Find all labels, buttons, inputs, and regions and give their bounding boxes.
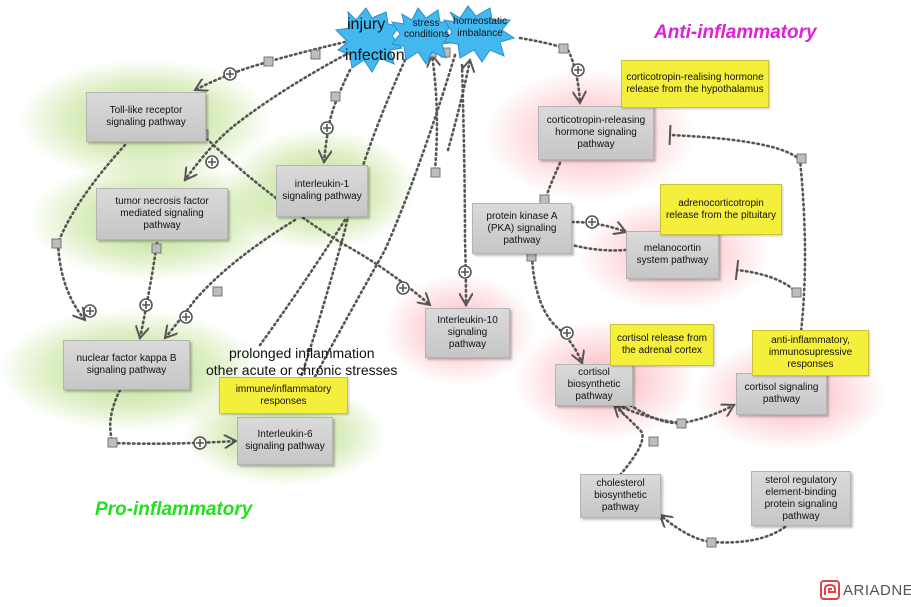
region-pro-label: Pro-inflammatory: [95, 499, 253, 520]
note-acth-release: adrenocorticotropin release from the pit…: [660, 184, 782, 235]
node-mc[interactable]: melanocortin system pathway: [626, 231, 719, 279]
edge-tnf-nfkb: [140, 241, 159, 338]
edge-square: [330, 91, 341, 102]
node-il10[interactable]: Interleukin-10 signaling pathway: [425, 308, 510, 358]
circled-plus-icon: [179, 310, 193, 324]
node-cortisol-bio[interactable]: cortisol biosynthetic pathway: [555, 364, 633, 406]
edge-square: [796, 153, 807, 164]
prolonged-inflammation-text: prolonged inflammation: [229, 345, 375, 361]
node-chol[interactable]: cholesterol biosynthetic pathway: [580, 474, 661, 518]
plus-markers: [83, 63, 599, 450]
edge-square: [310, 49, 321, 60]
edge-chol-cortbio: [614, 405, 644, 477]
trigger-infection-label: infection: [345, 47, 405, 64]
circled-plus-icon: [205, 155, 219, 169]
circled-plus-icon: [585, 215, 599, 229]
note-cortisol-release: cortisol release from the adrenal cortex: [610, 324, 714, 366]
edge-il1-nfkb: [163, 218, 297, 338]
edge-trigger-il6: [298, 58, 407, 382]
edge-square: [558, 43, 569, 54]
node-nfkb[interactable]: nuclear factor kappa B signaling pathway: [63, 340, 190, 390]
circled-plus-icon: [571, 63, 585, 77]
logo-text: ARIADNE: [843, 581, 911, 599]
node-il6[interactable]: Interleukin-6 signaling pathway: [237, 417, 333, 465]
edge-mc-pka: [570, 243, 628, 252]
other-stresses-text: other acute or chronic stresses: [206, 362, 398, 378]
edge-crh-pka: [543, 161, 562, 202]
edge-square: [51, 238, 62, 249]
ariadne-logo: ARIADNE: [820, 580, 911, 600]
edge-il1-il6: [258, 218, 347, 347]
edge-trigger-il1: [324, 68, 352, 162]
star-homeostatic: [442, 5, 516, 63]
edge-square: [430, 167, 441, 178]
edge-squares: [51, 43, 807, 548]
edge-back-2: [446, 60, 470, 152]
edge-cortbio-sig2: [617, 405, 684, 425]
edge-trigger-il10: [462, 63, 466, 305]
edge-trigger-il6b: [303, 53, 457, 397]
circled-plus-icon: [320, 121, 334, 135]
circled-plus-icon: [193, 436, 207, 450]
note-immune: immune/inflammatory responses: [219, 377, 348, 414]
node-tnf[interactable]: tumor necrosis factor mediated signaling…: [96, 188, 228, 240]
edge-square: [151, 243, 162, 254]
node-cortisol-sig[interactable]: cortisol signaling pathway: [736, 373, 827, 415]
circled-plus-icon: [396, 281, 410, 295]
circled-plus-icon: [458, 265, 472, 279]
trigger-stars: [334, 5, 516, 73]
node-crh[interactable]: corticotropin-releasing hormone signalin…: [538, 106, 654, 160]
star-injury: [334, 7, 403, 73]
edge-square: [676, 418, 687, 429]
trigger-homeostatic-label: homeostatic imbalance: [453, 16, 507, 39]
edge-cortsig-mc: [734, 259, 799, 295]
circled-plus-icon: [139, 298, 153, 312]
ariadne-logo-icon: [820, 580, 840, 600]
note-anti-inflam: anti-inflammatory, immunosupressive resp…: [752, 330, 869, 376]
edge-square: [263, 56, 274, 67]
note-crh-release: corticotropin-realising hormone release …: [621, 60, 769, 108]
edge-square: [107, 437, 118, 448]
star-stress: [390, 7, 458, 65]
circled-plus-icon: [83, 304, 97, 318]
circled-plus-icon: [223, 67, 237, 81]
trigger-stress-label: stress conditions: [404, 18, 450, 40]
circled-plus-icon: [560, 326, 574, 340]
edge-square: [791, 287, 802, 298]
node-srebp[interactable]: sterol regulatory element-binding protei…: [751, 471, 851, 526]
edge-square: [706, 537, 717, 548]
node-pka[interactable]: protein kinase A (PKA) signaling pathway: [472, 203, 572, 254]
edge-square: [212, 286, 223, 297]
node-il1[interactable]: interleukin-1 signaling pathway: [276, 165, 368, 217]
trigger-injury-label: injury: [347, 16, 386, 33]
edge-square: [648, 436, 659, 447]
edge-nfkb-il6: [108, 388, 236, 444]
region-anti-label: Anti-inflammatory: [654, 22, 817, 43]
edge-tlr-il10: [201, 133, 430, 305]
node-tlr[interactable]: Toll-like receptor signaling pathway: [86, 92, 206, 142]
edge-back-1: [432, 55, 437, 172]
edge-trigger-crh: [518, 36, 580, 103]
edge-pka-cortisol: [530, 255, 582, 363]
edge-pka-mc: [570, 220, 626, 232]
edge-trigger-tnf: [183, 53, 347, 180]
